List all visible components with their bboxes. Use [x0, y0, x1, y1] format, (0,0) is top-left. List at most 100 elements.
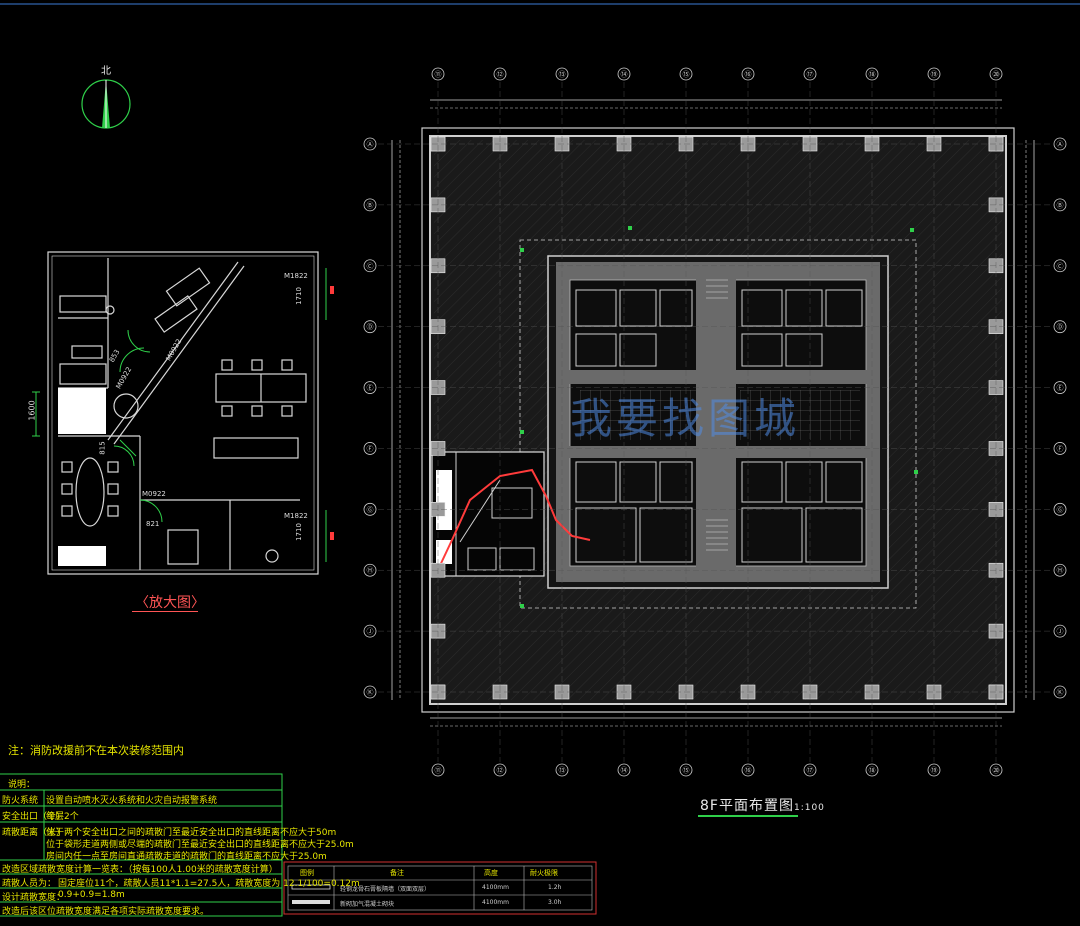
grid-label: ⑱ [869, 767, 876, 775]
grid-bubble [865, 763, 879, 777]
grid-label: ⑪ [435, 71, 442, 79]
notes-row-label: 疏散人员为： [2, 879, 57, 889]
grid-bubble [363, 259, 377, 273]
grid-bubble [363, 502, 377, 516]
grid-label: ⑪ [435, 767, 442, 775]
drawing-title: 8F平面布置图1:100 [700, 795, 825, 815]
notes-row-text: 设置自动喷水灭火系统和火灾自动报警系统 [46, 796, 218, 806]
grid-label: Ⓙ [1057, 628, 1064, 636]
grid-bubble [927, 763, 941, 777]
grid-bubble [431, 763, 445, 777]
grid-label: ⑲ [931, 767, 938, 775]
notes-row-text: 改造后该区位疏散宽度满足各项实际疏散宽度要求。 [2, 907, 210, 917]
grid-label: Ⓒ [367, 262, 374, 270]
notes-header: 说明： [8, 780, 36, 790]
grid-label: ⑰ [807, 767, 814, 775]
grid-bubble [1053, 381, 1067, 394]
notes-table-frame [0, 773, 283, 917]
grid-bubble [363, 685, 377, 699]
grid-label: ⑯ [745, 767, 752, 775]
legend-cell-height: 4100mm [482, 899, 509, 906]
dim-d2: 815 [98, 441, 107, 455]
notes-row-text: 位于两个安全出口之间的疏散门至最近安全出口的直线距离不应大于50m [46, 828, 337, 838]
grid-bubble [493, 67, 507, 81]
grid-label: ⑭ [621, 71, 628, 79]
dim-side-top: 1710 [294, 287, 303, 305]
dim-side-bottom: 1710 [294, 523, 303, 541]
notes-row-text: 固定座位11个，疏散人员11*1.1=27.5人，疏散宽度为 12.1/100=… [58, 879, 360, 889]
grid-label: ⑮ [683, 767, 690, 775]
grid-label: ⑮ [683, 71, 690, 79]
dim-door-top: M1822 [284, 272, 308, 280]
grid-label: ⑱ [869, 71, 876, 79]
grid-bubble [1053, 198, 1067, 212]
grid-label: ⑭ [621, 767, 628, 775]
legend-header-cell: 高度 [484, 869, 498, 877]
grid-bubble [617, 67, 631, 81]
notes-row-text: 房间内任一点至房间直通疏散走道的疏散门的直线距离不应大于25.0m [46, 852, 327, 862]
grid-bubble [1053, 563, 1067, 577]
grid-bubble [363, 381, 377, 394]
north-arrow-icon [81, 79, 131, 129]
legend-cell-rating: 1.2h [548, 884, 562, 891]
grid-label: Ⓔ [367, 384, 374, 392]
north-label: 北 [101, 66, 111, 77]
grid-bubble [363, 624, 377, 638]
grid-label: ⑲ [931, 71, 938, 79]
grid-label: ⑫ [497, 767, 504, 775]
watermark: 我要找图城 [570, 394, 801, 443]
grid-label: Ⓓ [367, 323, 374, 331]
notes-row-text: 改造区域疏散宽度计算一览表：（按每100人1.00米的疏散宽度计算） [2, 865, 278, 875]
grid-bubble [989, 67, 1003, 81]
grid-bubble [555, 67, 569, 81]
legend-cell-remark: 轻钢龙骨石膏板隔墙（双面双层） [340, 886, 431, 893]
enlarged-plan [47, 251, 319, 575]
notes-row-text: 0.9+0.9=1.8m [58, 890, 125, 900]
notes-row-label: 安全出口（个） [2, 812, 66, 822]
legend-swatches [291, 884, 331, 904]
enlarged-view-title: 〈放大图〉 [135, 595, 205, 611]
grid-bubble [493, 763, 507, 777]
grid-bubble [1053, 624, 1067, 638]
grid-bubble [1053, 137, 1067, 151]
grid-label: ⑫ [497, 71, 504, 79]
legend-header-cell: 图例 [300, 869, 314, 877]
grid-label: Ⓐ [367, 141, 374, 149]
grid-label: ⑬ [559, 71, 566, 79]
grid-bubble [1053, 442, 1067, 455]
grid-label: Ⓚ [367, 689, 374, 697]
grid-bubble [803, 67, 817, 81]
grid-label: Ⓙ [367, 628, 374, 636]
legend-cell-height: 4100mm [482, 884, 509, 891]
grid-bubble [927, 67, 941, 81]
grid-label: Ⓔ [1057, 384, 1064, 392]
grid-label: Ⓓ [1057, 323, 1064, 331]
grid-bubble [1053, 685, 1067, 699]
notes-row-label: 疏散距离（米） [2, 828, 66, 838]
dim-door-bottom: M1822 [284, 512, 308, 520]
grid-bubble [363, 442, 377, 455]
grid-label: ⑳ [993, 767, 1000, 775]
grid-bubble [741, 67, 755, 81]
notes-row-text: 每层2个 [46, 812, 79, 822]
grid-label: Ⓐ [1057, 141, 1064, 149]
legend-cell-rating: 3.0h [548, 899, 562, 906]
grid-bubble [803, 763, 817, 777]
grid-label: Ⓗ [367, 567, 374, 575]
fire-markers [520, 226, 918, 608]
grid-label: ⑬ [559, 767, 566, 775]
grid-label: Ⓒ [1057, 262, 1064, 270]
grid-bubble [679, 67, 693, 81]
drawing-title-underline [698, 815, 798, 817]
grid-bubble [431, 67, 445, 81]
fire-note: 注：消防改援前不在本次装修范围内 [8, 744, 184, 757]
grid-bubble [1053, 259, 1067, 273]
dim-d3: 821 [146, 520, 160, 528]
grid-label: ⑰ [807, 71, 814, 79]
grid-label: Ⓖ [1057, 506, 1064, 514]
legend-cell-remark: 新砌加气混凝土砌块 [340, 901, 395, 908]
grid-label: Ⓑ [1057, 201, 1064, 209]
grid-label: Ⓗ [1057, 567, 1064, 575]
notes-row-label: 设计疏散宽度： [2, 893, 66, 903]
